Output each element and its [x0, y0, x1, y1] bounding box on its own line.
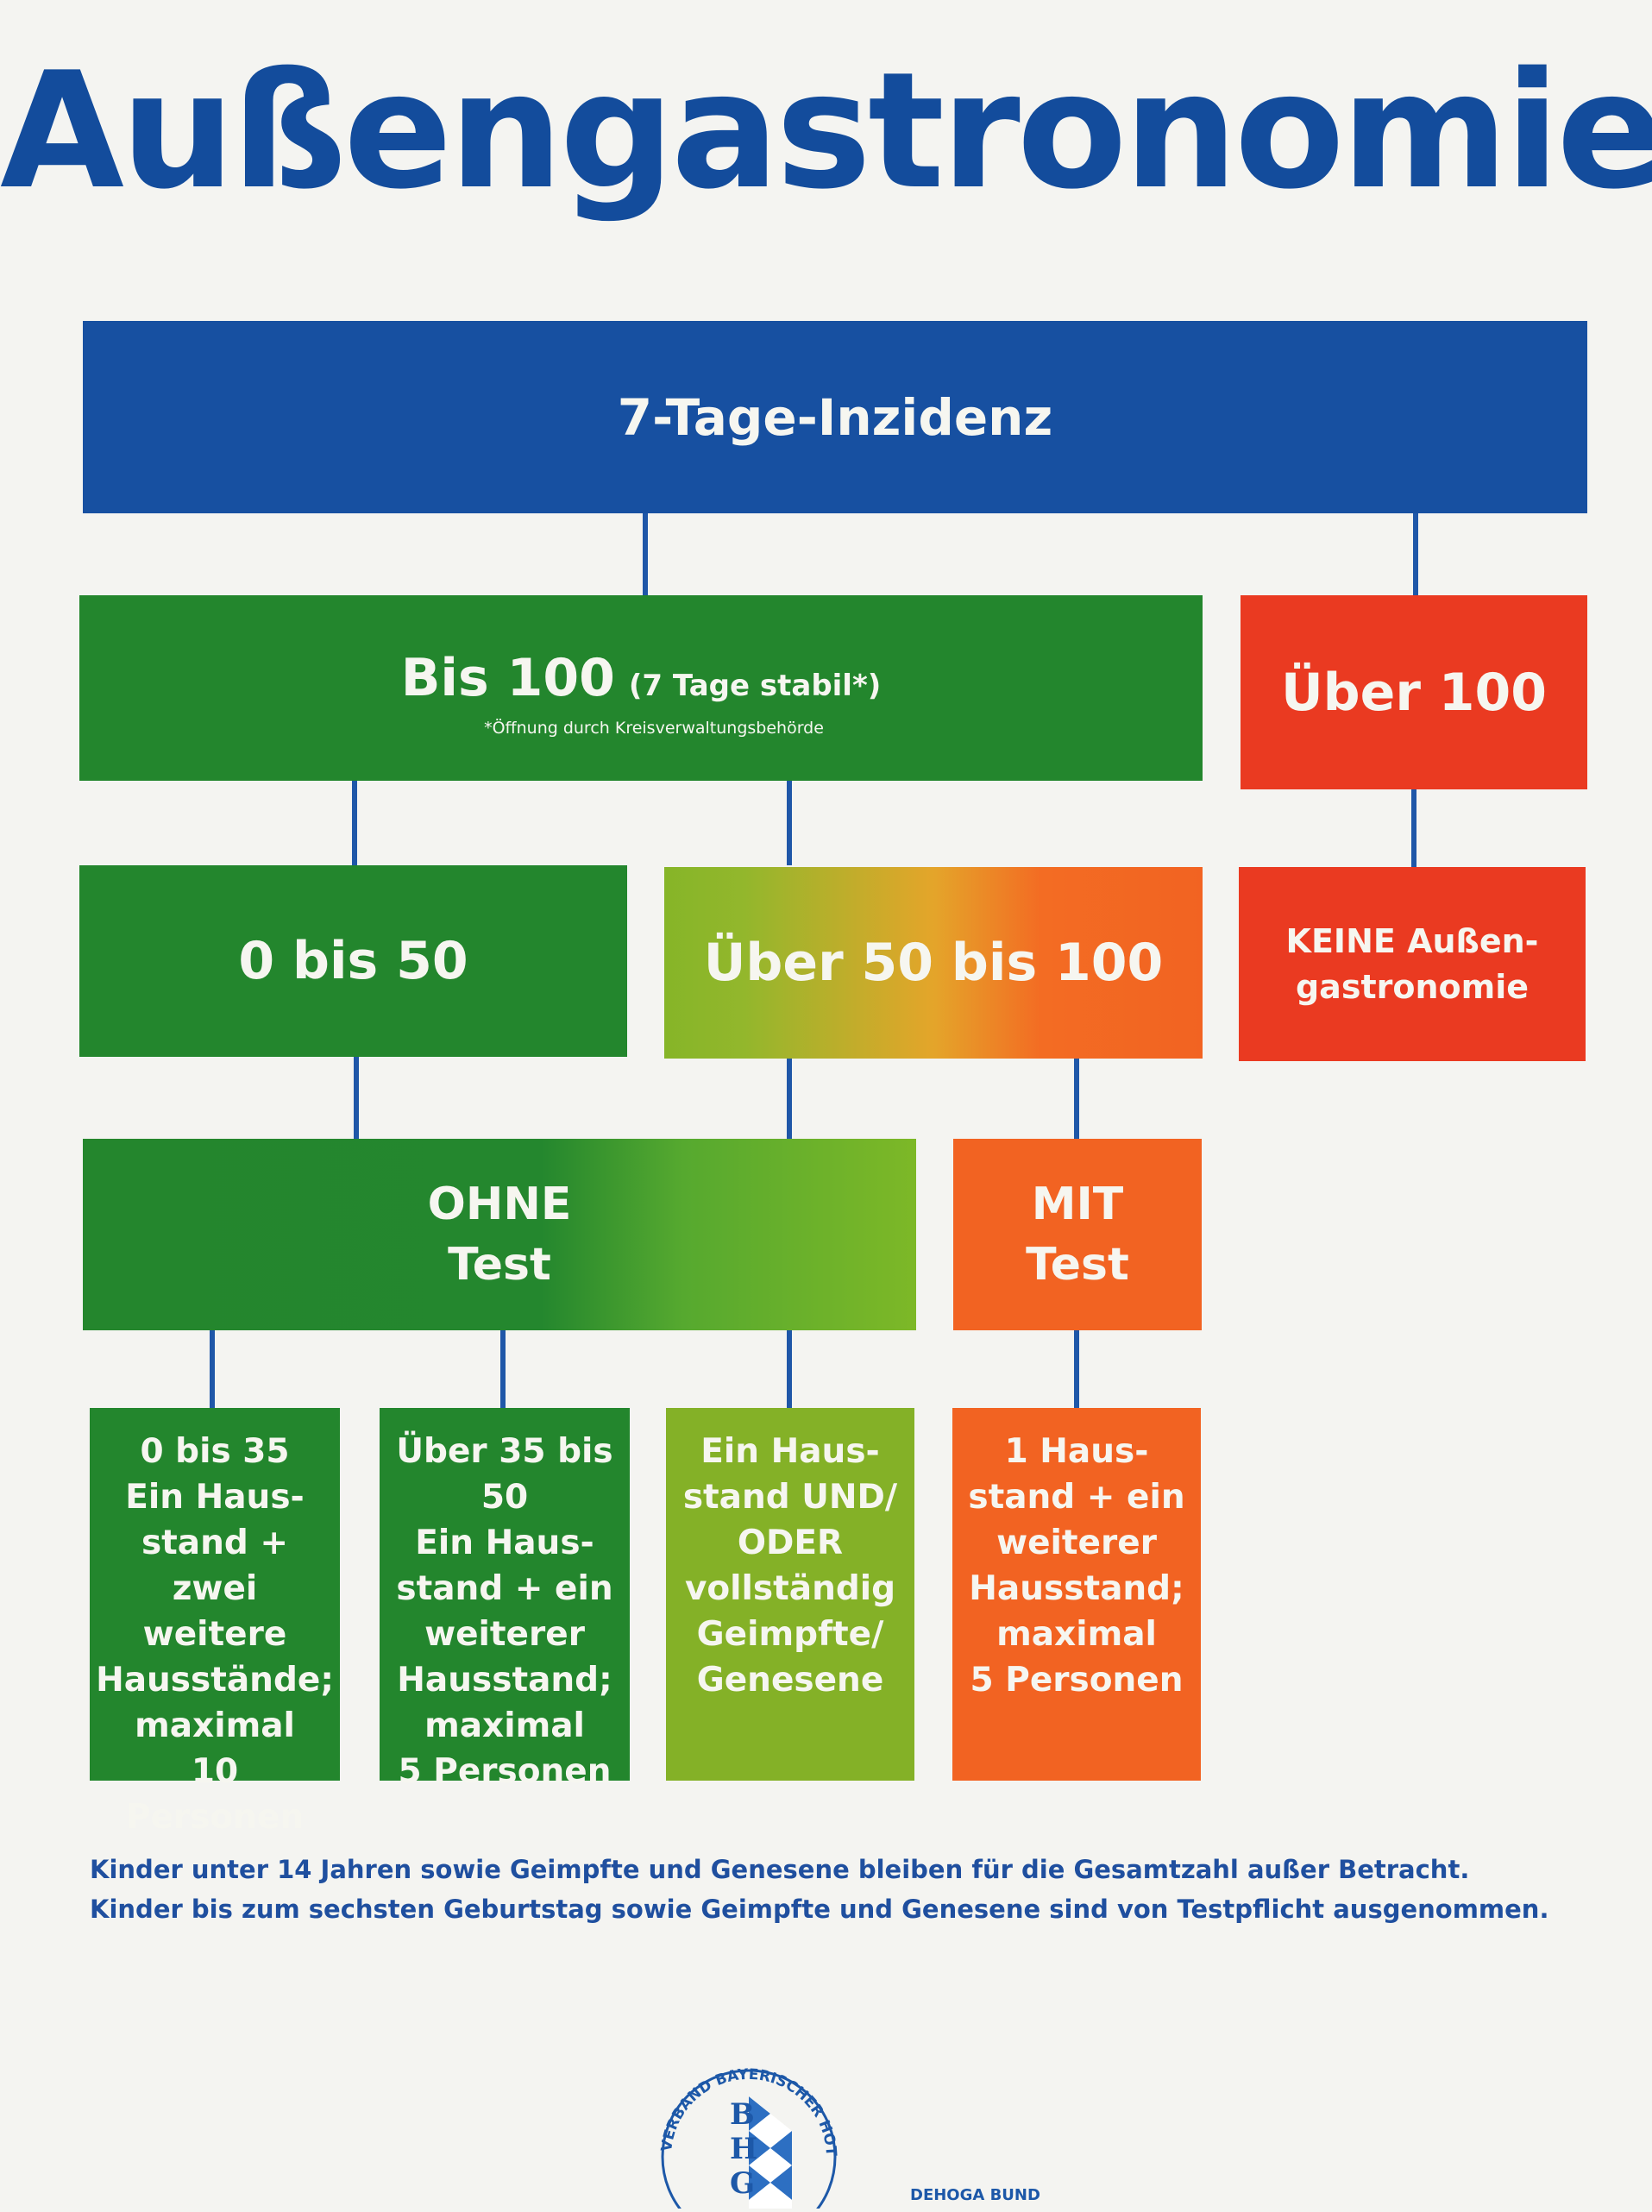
- leaf-line: stand + ein: [396, 1569, 613, 1609]
- leaf-box: 0 bis 35 Ein Haus- stand + zwei weitere …: [90, 1408, 340, 1837]
- leaf-line: Hausstand;: [397, 1661, 612, 1700]
- leaf-line: stand UND/: [682, 1478, 898, 1518]
- leaf-line: Hausstände;: [96, 1661, 334, 1700]
- keine-line-2: gastronomie: [1295, 967, 1530, 1006]
- ohne-test-box: OHNE Test: [83, 1139, 916, 1330]
- leaf-line: stand + zwei: [141, 1524, 289, 1609]
- connector-line: [210, 1329, 215, 1408]
- footnote-line: Kinder bis zum sechsten Geburtstag sowie…: [90, 1894, 1549, 1924]
- connector-line: [787, 1329, 792, 1408]
- leaf-line: 5 Personen: [398, 1752, 612, 1792]
- footnote-line: Kinder unter 14 Jahren sowie Geimpfte un…: [90, 1855, 1470, 1884]
- connector-line: [787, 1057, 792, 1139]
- connector-line: [500, 1329, 506, 1408]
- ueber-100-label: Über 100: [1280, 662, 1548, 723]
- leaf-line: ODER: [737, 1524, 844, 1563]
- logo-letter-h: H: [730, 2132, 757, 2166]
- null-bis-50-box: 0 bis 50: [79, 865, 627, 1057]
- connector-line: [352, 781, 357, 865]
- connector-line: [354, 1057, 359, 1139]
- leaf-box: Über 35 bis 50 Ein Haus- stand + ein wei…: [380, 1408, 630, 1791]
- connector-line: [1074, 1329, 1079, 1408]
- leaf-box: 1 Haus- stand + ein weiterer Hausstand; …: [952, 1408, 1201, 1781]
- ueber-100-box: Über 100: [1241, 595, 1587, 789]
- bhg-logo: VERBAND BAYERISCHER HOTEL- UND B H G: [639, 2032, 852, 2212]
- leaf-line: 5 Personen: [970, 1661, 1184, 1700]
- bis-100-label: Bis 100: [400, 647, 615, 708]
- mit-test-line-2: Test: [1026, 1239, 1129, 1291]
- leaf-line: Hausstand;: [969, 1569, 1184, 1609]
- leaf-line: stand + ein: [968, 1478, 1185, 1518]
- connector-line: [1411, 785, 1416, 867]
- connector-line: [1074, 1057, 1079, 1139]
- ohne-test-line-2: Test: [448, 1239, 551, 1291]
- leaf-line: 10 Personen: [125, 1752, 305, 1838]
- leaf-line: maximal: [996, 1615, 1157, 1655]
- ohne-test-line-1: OHNE: [427, 1178, 572, 1230]
- leaf-line: weiterer: [996, 1524, 1157, 1563]
- bhg-seal-icon: VERBAND BAYERISCHER HOTEL- UND B H G: [639, 2032, 839, 2212]
- keine-aussengastronomie-box: KEINE Außen- gastronomie: [1239, 867, 1586, 1061]
- bis-100-footnote: *Öffnung durch Kreisverwaltungsbehörde: [484, 718, 824, 738]
- leaf-line: Ein Haus-: [415, 1524, 594, 1563]
- keine-line-1: KEINE Außen-: [1285, 922, 1539, 961]
- leaf-line: Ein Haus-: [700, 1432, 880, 1471]
- leaf-line: vollständig: [684, 1569, 896, 1609]
- null-bis-50-label: 0 bis 50: [238, 931, 468, 991]
- leaf-line: 1 Haus-: [1004, 1432, 1149, 1471]
- leaf-box: Ein Haus- stand UND/ ODER vollständig Ge…: [666, 1408, 914, 1781]
- leaf-line: weitere: [142, 1615, 287, 1655]
- leaf-line: maximal: [135, 1706, 295, 1746]
- logo-letter-b: B: [730, 2097, 755, 2132]
- connector-line: [643, 513, 648, 595]
- leaf-line: 0 bis 35: [140, 1432, 290, 1471]
- bis-100-box: Bis 100 (7 Tage stabil*) *Öffnung durch …: [79, 595, 1203, 781]
- connector-line: [1413, 513, 1418, 595]
- poster-title: Außengastronomie: [0, 37, 1652, 224]
- leaf-line: Genesene: [696, 1661, 884, 1700]
- leaf-line: maximal: [424, 1706, 585, 1746]
- bis-100-sub-label: (7 Tage stabil*): [628, 668, 882, 703]
- mit-test-box: MIT Test: [953, 1139, 1202, 1330]
- leaf-line: Ein Haus-: [125, 1478, 305, 1518]
- logo-partial-text: DEHOGA BUND: [910, 2186, 1040, 2204]
- incidence-header-label: 7-Tage-Inzidenz: [617, 387, 1053, 447]
- leaf-line: Geimpfte/: [696, 1615, 884, 1655]
- leaf-line: weiterer: [424, 1615, 585, 1655]
- logo-letter-g: G: [730, 2166, 755, 2201]
- ueber-50-bis-100-label: Über 50 bis 100: [703, 933, 1164, 993]
- incidence-header-box: 7-Tage-Inzidenz: [83, 321, 1587, 513]
- mit-test-line-1: MIT: [1031, 1178, 1124, 1230]
- connector-line: [787, 781, 792, 865]
- ueber-50-bis-100-box: Über 50 bis 100: [664, 867, 1203, 1059]
- footnote-block: Kinder unter 14 Jahren sowie Geimpfte un…: [90, 1851, 1573, 1930]
- leaf-line: Über 35 bis 50: [396, 1432, 613, 1518]
